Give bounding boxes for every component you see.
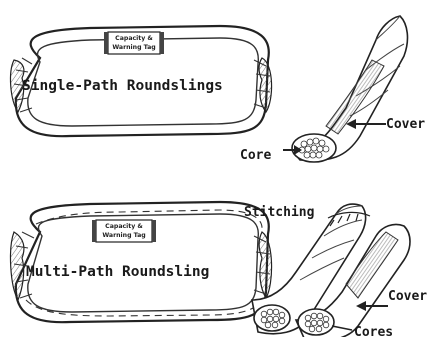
label-cores: Cores xyxy=(354,325,393,337)
label-stitching: Stitching xyxy=(244,205,314,220)
capacity-warning-tag-multi: Capacity & Warning Tag xyxy=(92,220,156,242)
stitch-line-bottom xyxy=(26,300,262,316)
core-end-right xyxy=(298,309,334,335)
tag-line-2-multi: Warning Tag xyxy=(102,232,145,239)
multi-path-roundsling: Capacity & Warning Tag Multi-Path Rounds… xyxy=(11,202,272,322)
label-core: Core xyxy=(240,148,271,163)
capacity-warning-tag: Capacity & Warning Tag xyxy=(104,32,164,54)
single-path-title: Single-Path Roundslings xyxy=(22,78,223,94)
core-end-left xyxy=(254,305,290,331)
tag-line-1-multi: Capacity & xyxy=(105,223,143,230)
tag-line-2: Warning Tag xyxy=(112,44,155,51)
label-cover-top: Cover xyxy=(386,117,425,132)
multi-bunch-left xyxy=(11,232,24,300)
single-path-roundsling: Capacity & Warning Tag Single-Path Round… xyxy=(11,26,272,136)
multi-path-title: Multi-Path Roundsling xyxy=(26,264,209,280)
tag-line-1: Capacity & xyxy=(115,35,153,42)
label-cover-bottom: Cover xyxy=(388,289,427,304)
